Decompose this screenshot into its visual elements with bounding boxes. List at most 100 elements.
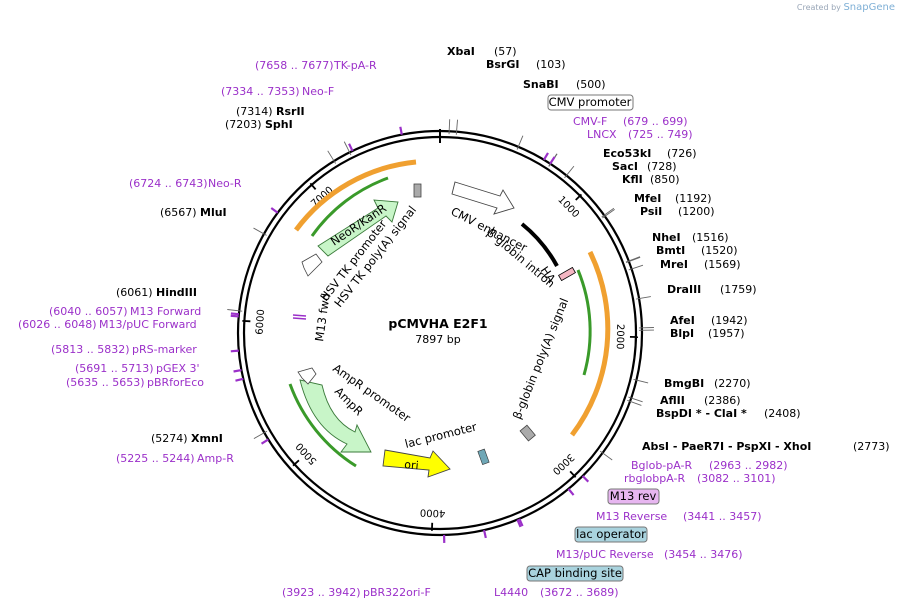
callout-m13-rev: M13 rev — [607, 488, 660, 505]
primer-l4440-name: L4440 — [494, 586, 528, 599]
primer-bglobpar-name: Bglob-pA-R — [631, 459, 693, 472]
ampr-promoter-arrow — [297, 367, 317, 385]
primer-pgex3-pos: (5691 .. 5713) — [75, 362, 154, 375]
primer-site-l4440 — [483, 529, 487, 539]
primer-cmvf-pos: (679 .. 699) — [623, 115, 688, 128]
primer-site-cmvf — [542, 152, 549, 161]
primer-cmvf-name: CMV-F — [573, 115, 607, 128]
feature-arcs — [288, 159, 611, 478]
primer-m13pucrev-pos: (3454 .. 3476) — [664, 548, 743, 561]
primer-prsmarker-name: pRS-marker — [132, 343, 197, 356]
enzyme-psii-pos: (1200) — [678, 205, 715, 218]
primer-pbr322orif-name: pBR322ori-F — [363, 586, 431, 599]
enzyme-nhei-pos: (1516) — [692, 231, 729, 244]
enzyme-bspdi-pos: (2408) — [764, 407, 801, 420]
primer-tkpar-pos: (7658 .. 7677) — [255, 59, 334, 72]
enzyme-cut-bmgbi — [633, 378, 649, 384]
enzyme-xbai-pos: (57) — [494, 45, 517, 58]
ori-arrow — [382, 449, 451, 478]
lac-box — [477, 448, 490, 465]
enzyme-hindiii-name: HindIII — [156, 286, 197, 299]
enzyme-mlui-pos: (6567) — [160, 206, 197, 219]
ampr-green-arc — [288, 383, 357, 468]
primer-neor-pos: (6724 .. 6743) — [129, 177, 208, 190]
primer-lncx-pos: (725 .. 749) — [628, 128, 693, 141]
primer-site-m13pucfwd — [230, 314, 239, 318]
cmv-enhancer-orange-arc — [570, 250, 611, 437]
svg-text:M13 rev: M13 rev — [610, 489, 657, 503]
enzyme-bsrgi-name: BsrGI — [486, 58, 519, 71]
beta-globin-intron-arc — [520, 222, 559, 267]
enzyme-rsrii-pos: (7314) — [236, 105, 273, 118]
intron-green-arc — [576, 269, 592, 376]
primer-m13pucfwd-name: M13/pUC Forward — [99, 318, 197, 331]
primer-site-m13rev — [518, 518, 524, 527]
enzyme-absi-name: AbsI - PaeR7I - PspXI - XhoI — [642, 440, 811, 453]
enzyme-bsrgi-pos: (103) — [536, 58, 566, 71]
enzyme-kfli-pos: (850) — [650, 173, 680, 186]
tick-mark-7000 — [309, 182, 317, 190]
enzyme-draiii-pos: (1759) — [720, 283, 757, 296]
enzyme-cut-bmti — [625, 256, 641, 264]
feature-label-m13-fwd: M13 fwd — [312, 292, 333, 342]
enzyme-bmti-name: BmtI — [656, 244, 685, 257]
enzyme-snabi-name: SnaBI — [523, 78, 559, 91]
primer-ampr-name: Amp-R — [197, 452, 234, 465]
enzyme-bmti-pos: (1520) — [701, 244, 738, 257]
primer-ampr-pos: (5225 .. 5244) — [116, 452, 195, 465]
enzyme-eco53ki-pos: (726) — [667, 147, 697, 160]
enzyme-cut-bspdi — [627, 399, 642, 406]
enzyme-cut-mfei — [601, 207, 615, 218]
feature-label-lac-promoter: lac promoter — [403, 419, 478, 450]
neo-orange-arc — [293, 159, 417, 232]
primer-site-bglobpar — [581, 475, 590, 483]
primer-m13fwd-pos: (6040 .. 6057) — [49, 305, 128, 318]
enzyme-draiii-name: DraIII — [667, 283, 701, 296]
enzyme-cut-xbai — [448, 119, 451, 135]
feature-label-beta-globin-polya: β-globin poly(A) signal — [510, 296, 571, 421]
primer-pbr322orif-pos: (3923 .. 3942) — [282, 586, 361, 599]
enzyme-xmni-name: XmnI — [191, 432, 223, 445]
primer-rbglobpar-pos: (3082 .. 3101) — [697, 472, 776, 485]
enzyme-sphi-pos: (7203) — [225, 118, 262, 131]
enzyme-cut-snabi — [516, 135, 524, 150]
primer-m13rev-pos: (3441 .. 3457) — [683, 510, 762, 523]
primer-site-rbglobpar — [567, 488, 575, 496]
enzyme-mfei-pos: (1192) — [675, 192, 712, 205]
enzyme-snabi-pos: (500) — [576, 78, 606, 91]
enzyme-absi-pos: (2773) — [853, 440, 890, 453]
primer-labels: (7658 .. 7677) TK-pA-R (7334 .. 7353) Ne… — [18, 59, 788, 599]
enzyme-saci-pos: (728) — [647, 160, 677, 173]
primer-site-neor — [270, 207, 279, 214]
primer-site-pbrforeco — [235, 377, 244, 382]
enzyme-aflii-name: AflII — [660, 394, 685, 407]
enzyme-blpi-name: BlpI — [670, 327, 694, 340]
cmv-enhancer-arrow — [451, 181, 515, 215]
cut-site-markers — [230, 126, 590, 543]
svg-text:CMV promoter: CMV promoter — [549, 95, 632, 109]
enzyme-hindiii-pos: (6061) — [116, 286, 153, 299]
primer-site-neof — [348, 143, 354, 152]
primer-m13pucfwd-pos: (6026 .. 6048) — [18, 318, 97, 331]
svg-text:CAP binding site: CAP binding site — [528, 566, 622, 580]
enzyme-sphi-name: SphI — [265, 118, 293, 131]
primer-site-m13pucrev — [516, 519, 522, 528]
enzyme-eco53ki-name: Eco53kI — [603, 147, 651, 160]
primer-pgex3-name: pGEX 3' — [156, 362, 200, 375]
enzyme-cut-aflii — [628, 396, 643, 403]
plasmid-size: 7897 bp — [415, 333, 460, 346]
primer-tkpar-name: TK-pA-R — [333, 59, 377, 72]
neor-arrow — [317, 199, 399, 257]
hsv-polya-box — [413, 183, 422, 198]
primer-site-m13fwd — [230, 312, 239, 316]
enzyme-cut-sphi — [327, 150, 336, 164]
enzyme-psii-name: PsiI — [640, 205, 662, 218]
enzyme-bspdi-name: BspDI * - ClaI * — [656, 407, 747, 420]
polya-box — [519, 424, 536, 442]
tick-label-4000: 4000 — [420, 506, 446, 518]
primer-site-prsmarker — [230, 349, 239, 353]
primer-m13rev-name: M13 Reverse — [596, 510, 667, 523]
feature-label-ori: ori — [404, 458, 419, 472]
enzyme-cut-mlui — [253, 227, 267, 236]
